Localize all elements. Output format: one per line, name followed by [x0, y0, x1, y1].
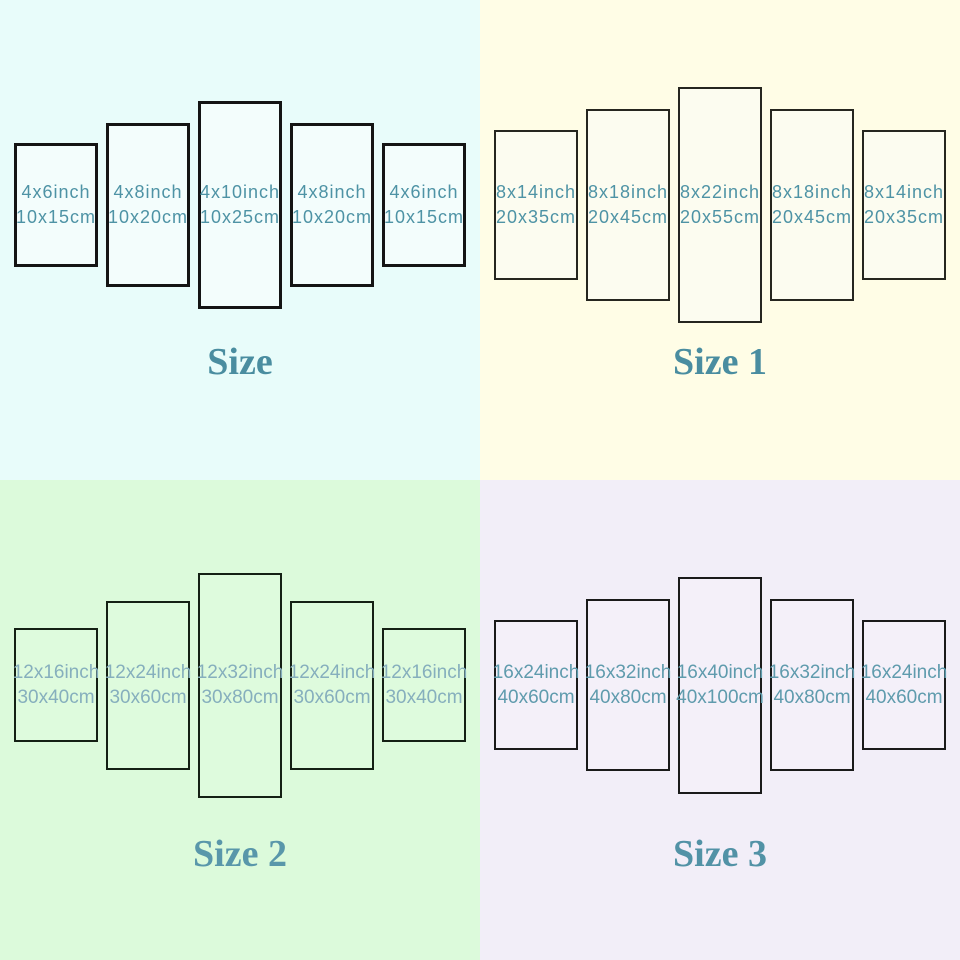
panel-size-label: 12x16inch 30x40cm: [13, 660, 100, 710]
inch-label: 4x6inch: [21, 182, 91, 202]
panel-row: 12x16inch 30x40cm 12x24inch 30x60cm 12x3…: [0, 520, 480, 850]
inch-label: 4x8inch: [113, 182, 183, 202]
cm-label: 20x35cm: [863, 207, 945, 227]
inch-label: 16x32inch: [584, 662, 672, 683]
panel-size-label: 16x24inch 40x60cm: [493, 660, 580, 710]
panel-size-label: 16x32inch 40x80cm: [585, 660, 672, 710]
panel-large-center: 16x40inch 40x100cm: [676, 576, 764, 794]
cm-label: 10x15cm: [15, 207, 97, 227]
cm-label: 30x40cm: [17, 687, 95, 708]
size-chart-3: 16x24inch 40x60cm 16x32inch 40x80cm 16x4…: [480, 480, 960, 960]
inch-label: 12x24inch: [288, 662, 376, 683]
cm-label: 10x25cm: [199, 207, 281, 227]
panel-large-center: 4x10inch 10x25cm: [198, 101, 282, 309]
size-chart-title: Size: [207, 341, 273, 383]
panel-medium-left: 4x8inch 10x20cm: [106, 123, 190, 287]
inch-label: 8x18inch: [587, 182, 669, 202]
cm-label: 30x80cm: [201, 687, 279, 708]
panel-size-label: 8x18inch 20x45cm: [588, 180, 668, 230]
panel-size-label: 4x8inch 10x20cm: [108, 180, 188, 230]
inch-label: 8x18inch: [771, 182, 853, 202]
cm-label: 20x35cm: [495, 207, 577, 227]
size-chart-title: Size 3: [673, 833, 767, 875]
panel-size-label: 4x6inch 10x15cm: [16, 180, 96, 230]
panel-size-label: 8x14inch 20x35cm: [864, 180, 944, 230]
panel-small-right: 8x14inch 20x35cm: [862, 130, 946, 280]
panel-row: 4x6inch 10x15cm 4x8inch 10x20cm 4x10inch…: [0, 40, 480, 370]
panel-size-label: 16x24inch 40x60cm: [861, 660, 948, 710]
cm-label: 20x55cm: [679, 207, 761, 227]
cm-label: 30x60cm: [293, 687, 371, 708]
size-chart-title: Size 2: [193, 833, 287, 875]
inch-label: 16x24inch: [492, 662, 580, 683]
inch-label: 16x32inch: [768, 662, 856, 683]
panel-size-label: 16x32inch 40x80cm: [769, 660, 856, 710]
panel-small-right: 16x24inch 40x60cm: [861, 620, 948, 750]
size-chart-title: Size 1: [673, 341, 767, 383]
panel-size-label: 12x16inch 30x40cm: [381, 660, 468, 710]
panel-small-left: 8x14inch 20x35cm: [494, 130, 578, 280]
cm-label: 40x80cm: [589, 687, 667, 708]
panel-medium-right: 8x18inch 20x45cm: [770, 109, 854, 301]
inch-label: 4x6inch: [389, 182, 459, 202]
panel-size-label: 12x32inch 30x80cm: [197, 660, 284, 710]
panel-small-right: 4x6inch 10x15cm: [382, 143, 466, 267]
cm-label: 10x15cm: [383, 207, 465, 227]
panel-size-label: 12x24inch 30x60cm: [105, 660, 192, 710]
inch-label: 12x24inch: [104, 662, 192, 683]
size-chart-1: 8x14inch 20x35cm 8x18inch 20x45cm 8x22in…: [480, 0, 960, 480]
panel-size-label: 12x24inch 30x60cm: [289, 660, 376, 710]
cm-label: 40x60cm: [497, 687, 575, 708]
panel-size-label: 8x18inch 20x45cm: [772, 180, 852, 230]
inch-label: 4x8inch: [297, 182, 367, 202]
inch-label: 12x16inch: [12, 662, 100, 683]
panel-size-label: 8x22inch 20x55cm: [680, 180, 760, 230]
inch-label: 4x10inch: [199, 182, 281, 202]
panel-size-label: 4x6inch 10x15cm: [384, 180, 464, 230]
cm-label: 40x80cm: [773, 687, 851, 708]
panel-medium-left: 12x24inch 30x60cm: [105, 600, 192, 770]
inch-label: 12x32inch: [196, 662, 284, 683]
inch-label: 16x24inch: [860, 662, 948, 683]
panel-size-label: 8x14inch 20x35cm: [496, 180, 576, 230]
panel-medium-right: 16x32inch 40x80cm: [769, 599, 856, 771]
panel-row: 8x14inch 20x35cm 8x18inch 20x45cm 8x22in…: [480, 40, 960, 370]
cm-label: 30x40cm: [385, 687, 463, 708]
panel-large-center: 8x22inch 20x55cm: [678, 87, 762, 323]
panel-size-label: 4x10inch 10x25cm: [200, 180, 280, 230]
inch-label: 8x14inch: [863, 182, 945, 202]
panel-medium-right: 12x24inch 30x60cm: [289, 600, 376, 770]
panel-small-left: 16x24inch 40x60cm: [493, 620, 580, 750]
inch-label: 12x16inch: [380, 662, 468, 683]
size-chart-default: 4x6inch 10x15cm 4x8inch 10x20cm 4x10inch…: [0, 0, 480, 480]
cm-label: 10x20cm: [107, 207, 189, 227]
panel-row: 16x24inch 40x60cm 16x32inch 40x80cm 16x4…: [480, 520, 960, 850]
cm-label: 40x100cm: [676, 687, 764, 708]
panel-small-left: 4x6inch 10x15cm: [14, 143, 98, 267]
panel-small-left: 12x16inch 30x40cm: [13, 628, 100, 742]
panel-medium-right: 4x8inch 10x20cm: [290, 123, 374, 287]
inch-label: 8x22inch: [679, 182, 761, 202]
panel-small-right: 12x16inch 30x40cm: [381, 628, 468, 742]
cm-label: 30x60cm: [109, 687, 187, 708]
size-chart-2: 12x16inch 30x40cm 12x24inch 30x60cm 12x3…: [0, 480, 480, 960]
inch-label: 16x40inch: [676, 662, 764, 683]
panel-size-label: 4x8inch 10x20cm: [292, 180, 372, 230]
panel-medium-left: 8x18inch 20x45cm: [586, 109, 670, 301]
inch-label: 8x14inch: [495, 182, 577, 202]
panel-size-label: 16x40inch 40x100cm: [676, 660, 764, 710]
panel-medium-left: 16x32inch 40x80cm: [585, 599, 672, 771]
cm-label: 40x60cm: [865, 687, 943, 708]
cm-label: 20x45cm: [587, 207, 669, 227]
panel-large-center: 12x32inch 30x80cm: [197, 572, 284, 798]
cm-label: 10x20cm: [291, 207, 373, 227]
cm-label: 20x45cm: [771, 207, 853, 227]
